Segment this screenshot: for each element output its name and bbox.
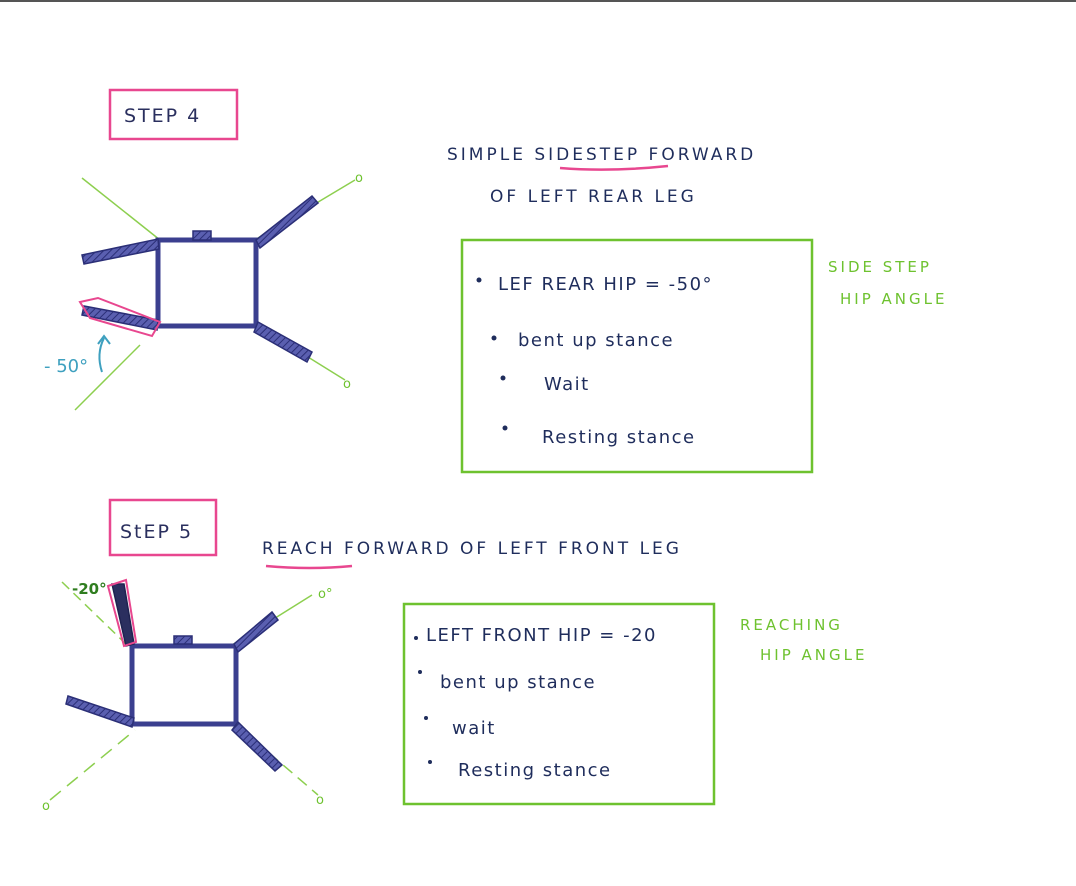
- step4-heading-pre: SIMPLE: [447, 145, 534, 165]
- leg-front-left: [81, 238, 160, 265]
- step5-item: bent up stance: [440, 672, 596, 693]
- step4-item: Resting stance: [542, 427, 696, 448]
- step4-robot: o o - 50°: [44, 171, 363, 411]
- step5-robot: o° o o -20°: [42, 578, 332, 814]
- step5-heading-underline: [265, 564, 353, 570]
- robot-body: [155, 237, 259, 329]
- leg-rear-right: [231, 720, 284, 773]
- robot-head-marker: [173, 635, 193, 645]
- step4-note-line2: HIP ANGLE: [840, 290, 947, 308]
- bullet: [414, 636, 418, 640]
- robot-body: [129, 643, 239, 727]
- leg-rear-right: [253, 320, 313, 364]
- top-border: [0, 0, 1076, 2]
- step4-heading-line1: SIMPLE SIDESTEP FORWARD: [447, 145, 756, 165]
- step4-item: bent up stance: [518, 330, 674, 351]
- foot-mark: o: [42, 799, 50, 814]
- leg-front-left-highlight: [106, 578, 138, 648]
- guide-line: [239, 727, 319, 796]
- step4-item: LEF REAR HIP = -50°: [498, 274, 713, 295]
- leg-rear-left: [65, 695, 135, 728]
- step4-heading-underline: [559, 164, 669, 171]
- bullet: [491, 335, 497, 341]
- step4-note-line1: SIDE STEP: [828, 258, 932, 276]
- foot-mark: o: [343, 377, 351, 392]
- leg-front-right: [255, 194, 320, 250]
- bullet: [476, 277, 482, 283]
- bullet: [418, 670, 422, 674]
- step4-item: Wait: [544, 374, 590, 395]
- step5-instructions: LEFT FRONT HIP = -20 bent up stance wait…: [414, 625, 657, 781]
- step4-heading-line2: OF LEFT REAR LEG: [490, 187, 697, 207]
- step5-label-box: [108, 498, 218, 557]
- robot-head-marker: [192, 230, 212, 241]
- step5-note-line1: REACHING: [740, 616, 843, 634]
- bullet: [500, 375, 506, 381]
- guide-line: [74, 344, 141, 411]
- step4-label-box: [108, 88, 239, 141]
- foot-mark: o°: [318, 587, 332, 602]
- step4-angle-label: - 50°: [44, 356, 88, 377]
- bullet: [502, 425, 508, 431]
- foot-mark: o: [355, 171, 363, 186]
- step4-instruction-box: [460, 238, 814, 474]
- leg-rear-left: [81, 305, 159, 331]
- step5-instruction-box: [402, 602, 716, 806]
- leg-rear-left-highlight: [78, 296, 162, 338]
- angle-arrow-head: [97, 334, 111, 345]
- step4-heading-underlined: SIDESTEP: [534, 145, 640, 165]
- bullet: [428, 760, 432, 764]
- guide-line: [81, 177, 161, 241]
- bullet: [424, 716, 428, 720]
- step5-item: LEFT FRONT HIP = -20: [426, 625, 657, 646]
- foot-mark: o: [316, 793, 324, 808]
- step5-heading: REACH FORWARD OF LEFT FRONT LEG: [262, 539, 682, 559]
- leg-front-right: [233, 610, 280, 654]
- angle-arrow: [98, 337, 105, 373]
- step4-heading-post: FORWARD: [640, 145, 756, 165]
- step5-item: wait: [452, 718, 496, 739]
- leg-front-left: [111, 583, 135, 647]
- step5-note-line2: HIP ANGLE: [760, 646, 867, 664]
- step5-heading-rest: FORWARD OF LEFT FRONT LEG: [336, 539, 682, 559]
- step4-label: STEP 4: [124, 105, 201, 127]
- guide-line: [49, 729, 136, 801]
- step5-item: Resting stance: [458, 760, 612, 781]
- step4-instructions: LEF REAR HIP = -50° bent up stance Wait …: [476, 274, 713, 448]
- step5-heading-underlined: REACH: [262, 539, 336, 559]
- step5-label: StEP 5: [120, 521, 193, 543]
- step4-section: STEP 4 SIMPLE SIDESTEP FORWARD OF LEFT R…: [44, 88, 947, 474]
- step5-angle-label: -20°: [72, 580, 107, 598]
- step5-section: StEP 5 REACH FORWARD OF LEFT FRONT LEG o…: [42, 498, 867, 814]
